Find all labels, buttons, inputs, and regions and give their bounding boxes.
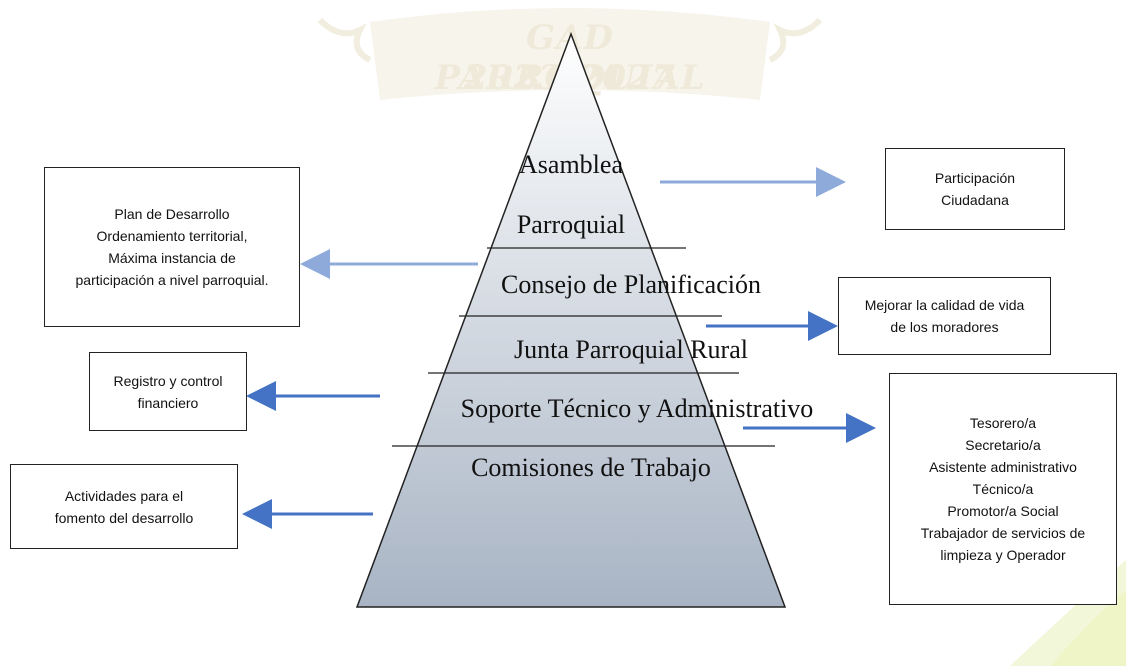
box-plan-text: Plan de Desarrollo Ordenamiento territor…	[75, 206, 269, 288]
box-mejorar: Mejorar la calidad de vida de los morado…	[838, 277, 1051, 355]
box-personal: Tesorero/a Secretario/a Asistente admini…	[889, 373, 1117, 605]
box-mejorar-text: Mejorar la calidad de vida de los morado…	[864, 297, 1025, 335]
level-parroquial: Parroquial	[516, 210, 626, 239]
box-personal-text: Tesorero/a Secretario/a Asistente admini…	[920, 415, 1086, 563]
pyramid-shape	[355, 31, 787, 608]
level-comisiones: Comisiones de Trabajo	[471, 453, 711, 482]
box-actividades-text: Actividades para el fomento del desarrol…	[54, 487, 194, 526]
box-plan-desarrollo: Plan de Desarrollo Ordenamiento territor…	[44, 167, 300, 327]
box-actividades: Actividades para el fomento del desarrol…	[10, 464, 238, 549]
box-participacion: Participación Ciudadana	[885, 148, 1065, 230]
box-registro-text: Registro y control financiero	[113, 372, 223, 411]
box-participacion-text: Participación Ciudadana	[934, 170, 1016, 208]
level-asamblea: Asamblea	[519, 150, 623, 179]
level-consejo: Consejo de Planificación	[501, 270, 761, 299]
level-soporte: Soporte Técnico y Administrativo	[460, 394, 814, 423]
level-junta: Junta Parroquial Rural	[514, 335, 748, 364]
box-registro: Registro y control financiero	[89, 352, 247, 431]
